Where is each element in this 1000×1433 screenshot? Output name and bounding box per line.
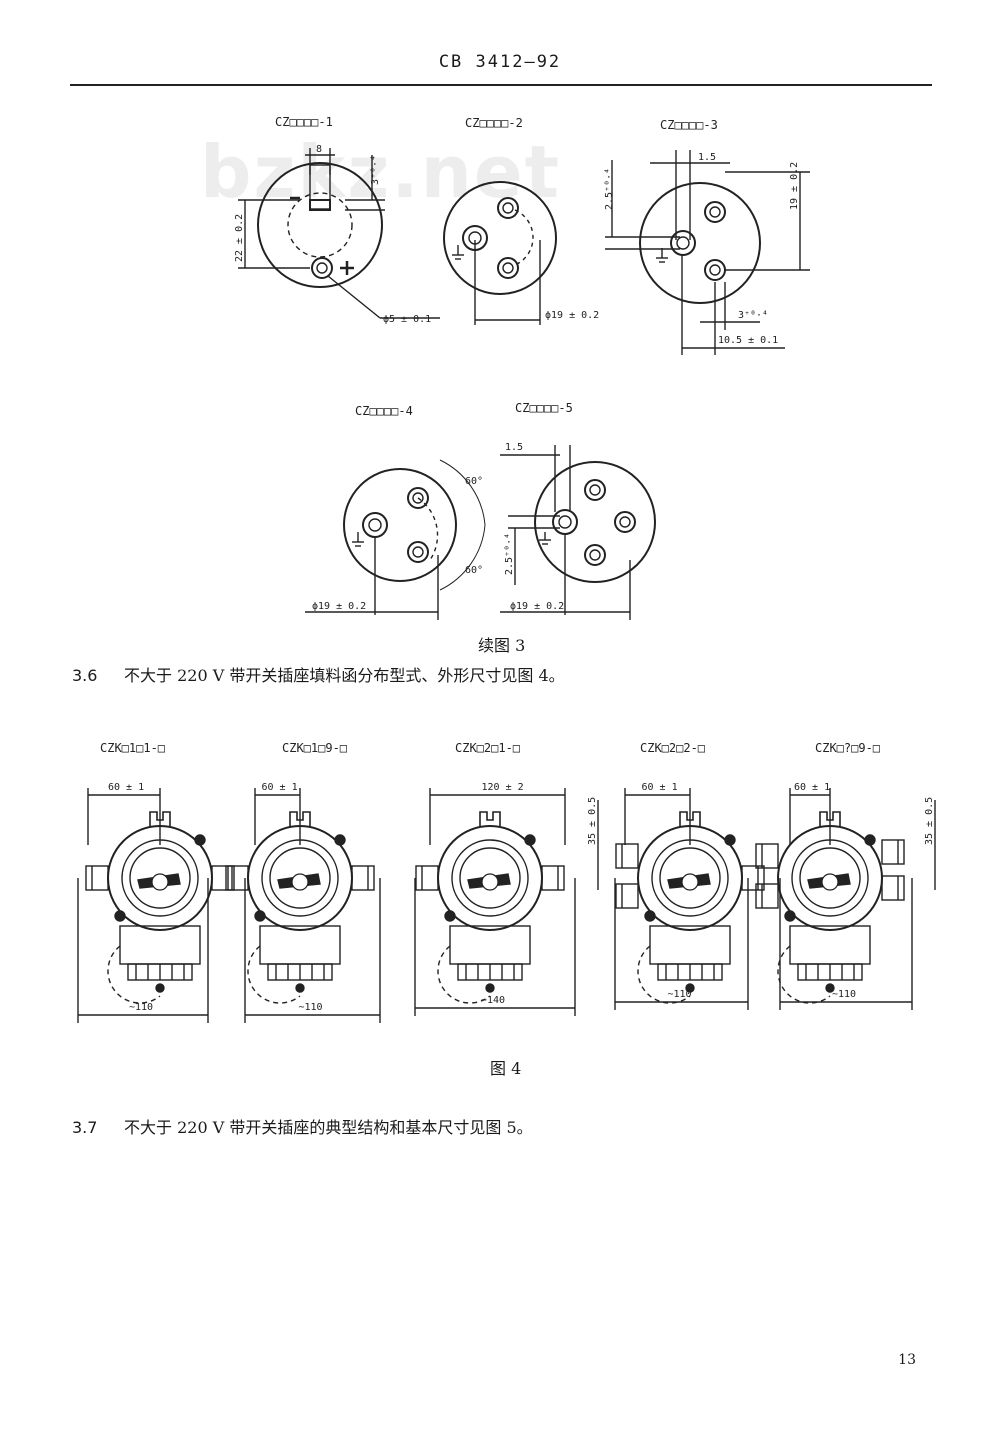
side-dimension: 35 ± 0.5 — [924, 797, 935, 845]
socket-cz-4: CZ□□□□-4 60° 60° ϕ19 ± 0.2 — [305, 404, 486, 620]
dim-2-5-tol-a: 2.5⁺⁰·⁴ — [604, 168, 615, 210]
section-3-7: 3.7 不大于 220 V 带开关插座的典型结构和基本尺寸见图 5。 — [72, 1114, 533, 1138]
page-number: 13 — [898, 1352, 916, 1368]
figure-4-caption: 图 4 — [490, 1059, 522, 1078]
top-dimension: 60 ± 1 — [642, 782, 678, 793]
bottom-dimension: ~110 — [832, 989, 856, 1000]
top-dimension: 60 ± 1 — [262, 782, 298, 793]
dim-3-tol-b: 3⁺⁰·⁴ — [738, 310, 768, 321]
socket-cz-1: CZ□□□□-1 8 3⁺⁰·⁴ 22 ± 0.2 ϕ5 ± 0.1 — [234, 115, 440, 325]
dim-8: 8 — [316, 144, 322, 155]
dim-10-5: 10.5 ± 0.1 — [718, 335, 778, 346]
bottom-dimension: ~110 — [299, 1002, 323, 1013]
switch-socket-5: CZK□?□9-□ 60 ± 1 ~110 35 ± 0.5 — [755, 741, 936, 1010]
socket-2-label: CZ□□□□-2 — [465, 116, 523, 130]
top-dimension: 60 ± 1 — [794, 782, 830, 793]
angle-60-top: 60° — [465, 476, 483, 487]
switch-socket-label: CZK□2□2-□ — [640, 741, 705, 755]
bottom-dimension: ~110 — [668, 989, 692, 1000]
dim-phi19-2: ϕ19 ± 0.2 — [545, 310, 599, 321]
header-rule — [70, 84, 932, 86]
dim-phi19-4: ϕ19 ± 0.2 — [312, 601, 366, 612]
switch-socket-3: CZK□2□1-□ 120 ± 2 ~140 35 ± 0.5 — [414, 741, 599, 1016]
switch-socket-label: CZK□2□1-□ — [455, 741, 520, 755]
socket-5-label: CZ□□□□-5 — [515, 401, 573, 415]
standard-code: CB 3412—92 — [438, 52, 562, 72]
switch-socket-1: CZK□1□1-□ 60 ± 1 ~110 — [77, 741, 235, 1023]
section-3-6-text: 不大于 220 V 带开关插座填料函分布型式、外形尺寸见图 4。 — [124, 666, 565, 685]
dim-phi19-5: ϕ19 ± 0.2 — [510, 601, 564, 612]
socket-cz-2: CZ□□□□-2 ϕ19 ± 0.2 — [443, 116, 599, 325]
socket-cz-3: CZ□□□□-3 1.5 2.5⁺⁰·⁴ 19 ± 0.2 3⁺⁰·⁴ — [604, 118, 810, 355]
switch-socket-label: CZK□1□1-□ — [100, 741, 165, 755]
dim-2-5-tol-b: 2.5⁺⁰·⁴ — [504, 533, 515, 575]
section-3-7-number: 3.7 — [72, 1118, 98, 1137]
bottom-dimension: ~140 — [481, 995, 505, 1006]
switch-socket-label: CZK□?□9-□ — [815, 741, 880, 755]
side-dimension: 35 ± 0.5 — [587, 797, 598, 845]
section-3-6-number: 3.6 — [72, 666, 98, 685]
top-dimension: 120 ± 2 — [482, 782, 524, 793]
dim-1-5-b: 1.5 — [505, 442, 523, 453]
dim-phi5: ϕ5 ± 0.1 — [383, 314, 431, 325]
bottom-dimension: ~110 — [129, 1002, 153, 1013]
section-3-7-text: 不大于 220 V 带开关插座的典型结构和基本尺寸见图 5。 — [124, 1118, 533, 1137]
dim-19: 19 ± 0.2 — [789, 162, 800, 210]
angle-60-bottom: 60° — [465, 565, 483, 576]
socket-4-label: CZ□□□□-4 — [355, 404, 413, 418]
socket-3-label: CZ□□□□-3 — [660, 118, 718, 132]
switch-socket-4: CZK□2□2-□ 60 ± 1 ~110 — [614, 741, 765, 1010]
switch-socket-2: CZK□1□9-□ 60 ± 1 ~110 — [225, 741, 381, 1023]
switch-socket-label: CZK□1□9-□ — [282, 741, 347, 755]
dim-3-tol: 3⁺⁰·⁴ — [370, 155, 381, 185]
figure-3-caption: 续图 3 — [478, 636, 526, 655]
dim-22: 22 ± 0.2 — [234, 214, 245, 262]
socket-1-label: CZ□□□□-1 — [275, 115, 333, 129]
section-3-6: 3.6 不大于 220 V 带开关插座填料函分布型式、外形尺寸见图 4。 — [72, 662, 565, 686]
socket-cz-5: CZ□□□□-5 1.5 2.5⁺⁰·⁴ ϕ19 ± 0.2 — [500, 401, 656, 620]
top-dimension: 60 ± 1 — [108, 782, 144, 793]
dim-1-5-a: 1.5 — [698, 152, 716, 163]
